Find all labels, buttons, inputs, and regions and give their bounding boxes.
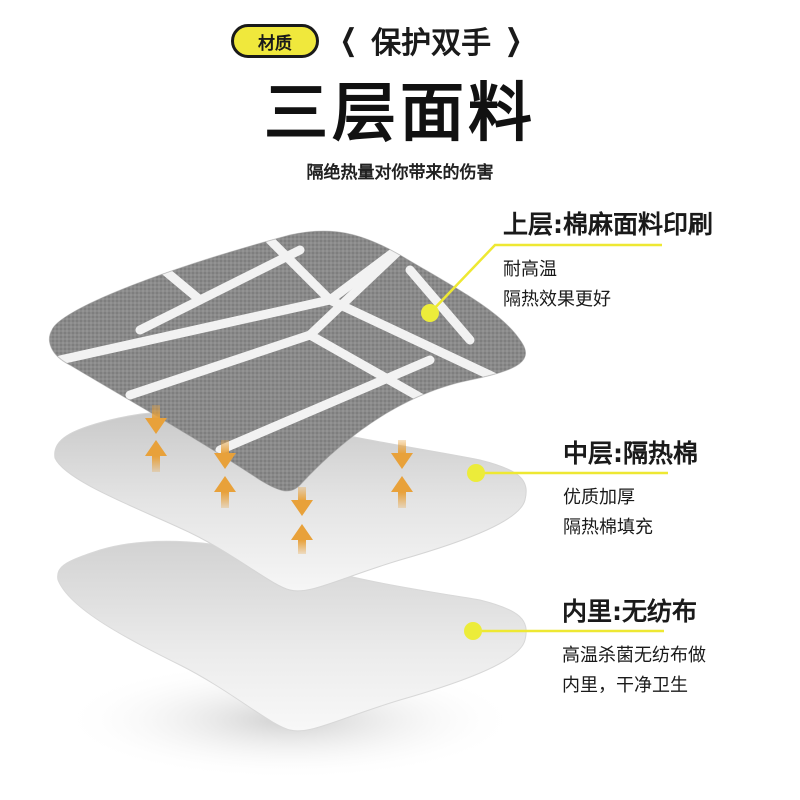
chevron-right-icon: ❯ (504, 22, 523, 58)
callout-dot-icon (421, 304, 439, 322)
callout-dot-icon (464, 622, 482, 640)
callout-line: 内里，干净卫生 (562, 675, 688, 696)
callout-middle-layer: 中层:隔热棉 优质加厚 隔热棉填充 (563, 434, 698, 543)
callout-line: 高温杀菌无纺布做 (562, 645, 706, 666)
inner-layer-nonwoven (57, 540, 527, 732)
callout-title: 内里:无纺布 (562, 597, 697, 626)
badge-label: 材质 (258, 33, 292, 54)
chevron-left-icon: ❮ (339, 22, 358, 58)
callout-title: 上层:棉麻面料印刷 (503, 210, 713, 239)
callout-top-layer: 上层:棉麻面料印刷 耐高温 隔热效果更好 (503, 205, 713, 315)
material-badge: 材质 (231, 24, 319, 58)
layer-illustration (48, 230, 527, 780)
callout-line: 隔热效果更好 (503, 289, 611, 310)
heat-compression-arrows-icon (145, 405, 413, 554)
callout-title: 中层:隔热棉 (563, 439, 698, 468)
callout-line: 耐高温 (503, 259, 557, 280)
callout-dot-icon (467, 464, 485, 482)
page-subtitle: 隔绝热量对你带来的伤害 (306, 163, 494, 183)
callout-line: 隔热棉填充 (563, 517, 653, 538)
tagline-text: 保护双手 (371, 26, 492, 61)
page-title: 三层面料 (264, 77, 536, 151)
callout-inner-layer: 内里:无纺布 高温杀菌无纺布做 内里，干净卫生 (562, 592, 706, 701)
callout-line: 优质加厚 (563, 487, 635, 508)
tagline: ❮ 保护双手 ❯ (336, 18, 526, 62)
